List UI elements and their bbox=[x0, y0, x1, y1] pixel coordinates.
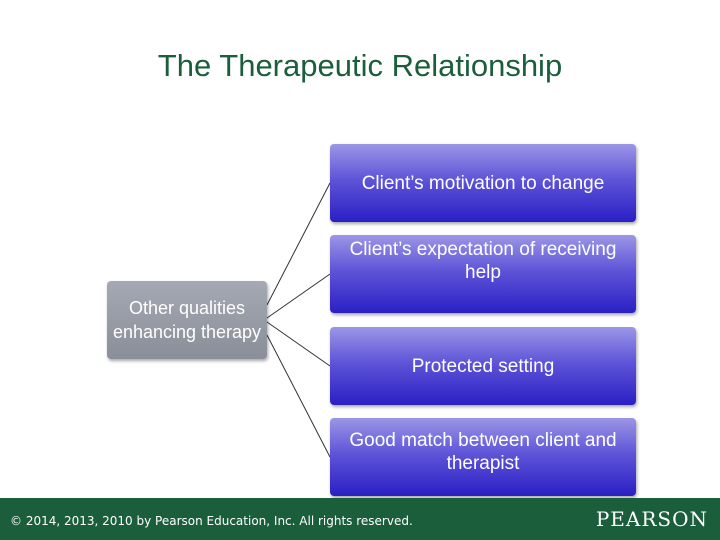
root-node-label: Other qualities enhancing therapy bbox=[112, 298, 262, 342]
connector-line bbox=[266, 321, 331, 367]
root-node: Other qualities enhancing therapy bbox=[107, 281, 267, 359]
branch-node-setting: Protected setting bbox=[330, 327, 636, 405]
branch-node-label: Client’s motivation to change bbox=[361, 172, 605, 194]
connector-line bbox=[266, 182, 331, 306]
branch-node-expectation: Client’s expectation of receiving help bbox=[330, 235, 636, 313]
copyright-text: © 2014, 2013, 2010 by Pearson Education,… bbox=[10, 514, 413, 528]
branch-node-label: Protected setting bbox=[411, 355, 555, 377]
connector-line bbox=[266, 334, 331, 458]
branch-node-label: Good match between client and therapist bbox=[349, 430, 617, 474]
branch-node-motivation: Client’s motivation to change bbox=[330, 144, 636, 222]
branch-node-label: Client’s expectation of receiving help bbox=[349, 239, 617, 283]
page-title: The Therapeutic Relationship bbox=[157, 48, 563, 83]
branch-node-match: Good match between client and therapist bbox=[330, 418, 636, 496]
footer-bar: © 2014, 2013, 2010 by Pearson Education,… bbox=[0, 498, 720, 540]
connector-line bbox=[266, 273, 331, 319]
publisher-logo: PEARSON bbox=[595, 507, 708, 531]
